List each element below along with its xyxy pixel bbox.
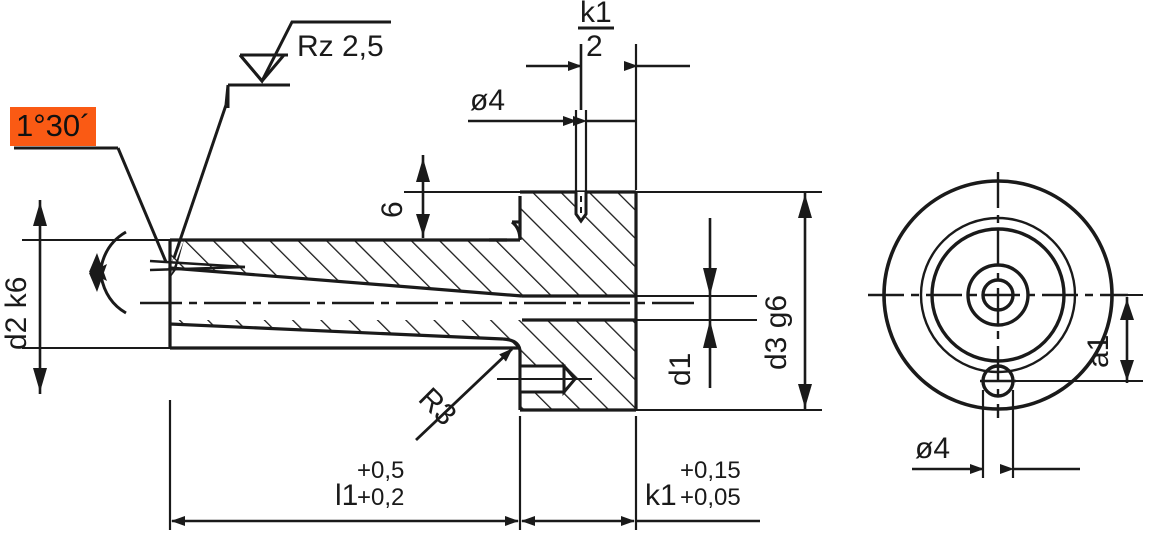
dimension-l1 xyxy=(168,400,522,530)
dimension-k1 xyxy=(521,416,760,530)
dimension-dia4-front-label: ø4 xyxy=(470,84,505,117)
dimension-d2 xyxy=(22,200,170,394)
dimension-k1-half-denominator: 2 xyxy=(586,30,603,63)
dimension-dia4-end-label: ø4 xyxy=(915,432,950,465)
radius-r3-leader xyxy=(415,347,513,442)
dimension-d1 xyxy=(636,218,757,388)
dimension-dia4-end xyxy=(912,390,1080,478)
dimension-d3-label: d3 g6 xyxy=(760,295,793,370)
dimension-k1-half-numerator: k1 xyxy=(580,0,612,29)
dimension-k1-half xyxy=(526,26,690,190)
surface-finish-label: Rz 2,5 xyxy=(297,30,384,63)
blind-hole-top xyxy=(574,192,588,224)
dimension-6 xyxy=(404,155,520,241)
surface-finish-symbol xyxy=(226,20,391,108)
angle-callout-leader xyxy=(14,146,168,263)
angle-callout-highlight[interactable]: 1°30´ xyxy=(10,107,97,146)
dimension-l1-label: l1 xyxy=(335,479,358,512)
dimension-l1-upper-tolerance: +0,5 xyxy=(357,457,404,484)
cross-hole-lower xyxy=(497,361,592,397)
upper-wall-section xyxy=(170,192,636,296)
dimension-d1-label: d1 xyxy=(664,353,697,386)
surface-finish-leader xyxy=(166,84,230,278)
dimension-a1 xyxy=(1013,294,1143,383)
dimension-d2-label: d2 k6 xyxy=(0,277,33,350)
dimension-l1-lower-tolerance: +0,2 xyxy=(357,484,404,511)
dimension-d3 xyxy=(636,191,822,411)
dimension-a1-label: a1 xyxy=(1082,335,1115,368)
dimension-k1-label: k1 xyxy=(645,479,677,512)
dimension-k1-lower-tolerance: +0,05 xyxy=(680,484,741,511)
dimension-k1-upper-tolerance: +0,15 xyxy=(680,457,741,484)
dimension-6-label: 6 xyxy=(376,201,409,218)
taper-angle-arrows xyxy=(89,230,246,315)
lower-wall-section xyxy=(170,320,636,410)
main-section-view xyxy=(140,190,700,412)
radius-r3-label: R3 xyxy=(412,382,462,432)
dimension-dia4-front xyxy=(468,110,637,200)
